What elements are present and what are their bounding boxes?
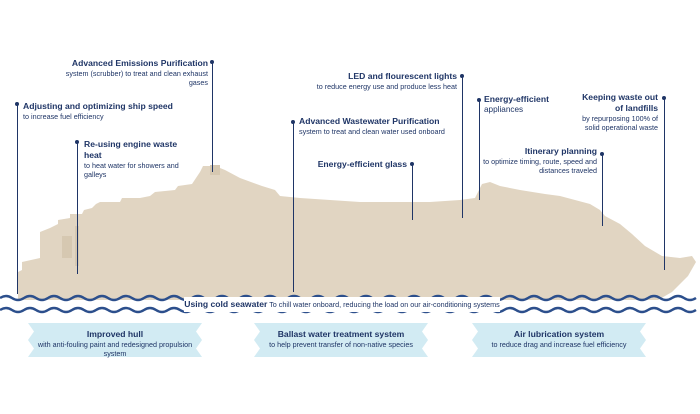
callout-title: LED and flourescent lights — [348, 71, 457, 81]
leader-dot — [477, 98, 481, 102]
leader-line — [664, 98, 665, 270]
callout-appliances: Energy-efficient appliances — [484, 94, 574, 114]
callout-title: Advanced Wastewater Purification — [299, 116, 440, 126]
banner-shape — [28, 323, 202, 357]
leader-dot — [75, 140, 79, 144]
callout-title: Re-using engine waste heat — [84, 139, 178, 160]
ship-hull — [18, 166, 696, 300]
leader-line — [293, 122, 294, 292]
banner-ballast: Ballast water treatment system to help p… — [254, 323, 428, 357]
banner-improved-hull: Improved hull with anti-fouling paint an… — [28, 323, 202, 357]
callout-glass: Energy-efficient glass — [300, 159, 407, 170]
leader-dot — [210, 60, 214, 64]
seawater-label: Using cold seawater To chill water onboa… — [184, 297, 500, 312]
banner-title: Ballast water treatment system — [277, 329, 405, 339]
callout-led: LED and flourescent lights to reduce ene… — [300, 71, 457, 91]
leader-dot — [15, 102, 19, 106]
leader-line — [412, 164, 413, 220]
deck-detail — [62, 236, 72, 258]
callout-desc: to reduce energy use and produce less he… — [316, 82, 457, 91]
leader-line — [212, 62, 213, 172]
banner-air-lubrication: Air lubrication system to reduce drag an… — [472, 323, 646, 357]
callout-title: Energy-efficient — [484, 94, 549, 104]
leader-dot — [410, 162, 414, 166]
callout-engine-heat: Re-using engine waste heat to heat water… — [84, 139, 196, 179]
leader-line — [602, 154, 603, 226]
leader-dot — [600, 152, 604, 156]
callout-desc: by repurposing 100% of solid operational… — [582, 114, 658, 132]
banner-title: Improved hull — [86, 329, 144, 339]
banner-title: Air lubrication system — [513, 329, 605, 339]
callout-speed: Adjusting and optimizing ship speed to i… — [23, 101, 183, 121]
leader-dot — [662, 96, 666, 100]
leader-line — [77, 142, 78, 274]
callout-title: Advanced Emissions Purification — [71, 58, 208, 68]
leader-dot — [460, 74, 464, 78]
leader-line — [479, 100, 480, 200]
callout-title: Adjusting and optimizing ship speed — [23, 101, 173, 111]
leader-dot — [291, 120, 295, 124]
banner-shape — [472, 323, 646, 357]
callout-desc: appliances — [484, 105, 524, 114]
callout-desc: system (scrubber) to treat and clean exh… — [65, 69, 208, 87]
banner-shape — [254, 323, 428, 357]
callout-desc: to optimize timing, route, speed and dis… — [483, 157, 597, 175]
seawater-desc: To chill water onboard, reducing the loa… — [269, 300, 500, 309]
callout-desc: system to treat and clean water used onb… — [299, 127, 445, 136]
leader-line — [17, 104, 18, 294]
callout-wastewater: Advanced Wastewater Purification system … — [299, 116, 449, 136]
banner-desc: to reduce drag and increase fuel efficie… — [491, 340, 627, 349]
banner-desc: to help prevent transfer of non-native s… — [269, 340, 413, 349]
leader-line — [462, 76, 463, 218]
callout-emissions: Advanced Emissions Purification system (… — [60, 58, 208, 87]
callout-title: Itinerary planning — [524, 146, 597, 156]
banner-desc: with anti-fouling paint and redesigned p… — [37, 340, 193, 358]
callout-desc: to increase fuel efficiency — [23, 112, 104, 121]
callout-title: Energy-efficient glass — [317, 159, 407, 169]
funnel — [210, 165, 220, 175]
callout-desc: to heat water for showers and galleys — [84, 161, 179, 179]
callout-landfill: Keeping waste out of landfills by repurp… — [576, 92, 658, 132]
callout-title: Keeping waste out of landfills — [582, 92, 658, 113]
seawater-title: Using cold seawater — [184, 299, 268, 309]
callout-itinerary: Itinerary planning to optimize timing, r… — [482, 146, 597, 175]
